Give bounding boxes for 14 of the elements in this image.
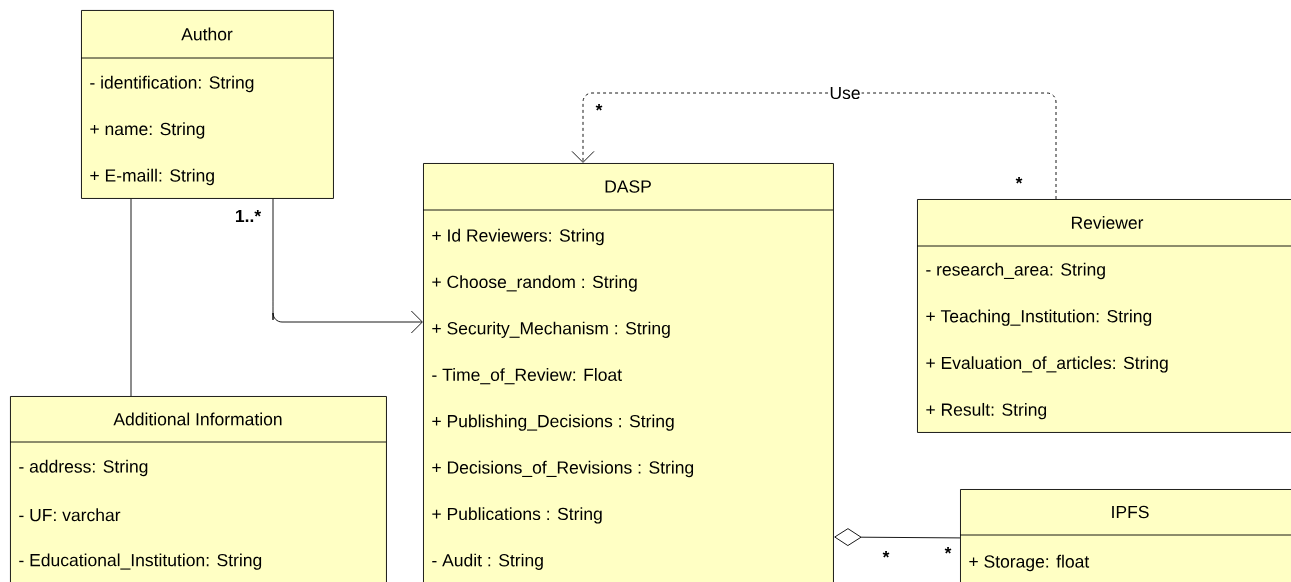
connector [571, 92, 1057, 200]
class-box: DASP + Id Reviewers: String + Choose_random : String + Security_Mechanism : String - Time_of_Review: Float + Publishing_Decisions : String + Decisions_of_Revisions : String + Publications : String - Audit : String [422, 163, 834, 582]
multiplicity: * [595, 104, 603, 111]
multiplicity: * [944, 547, 952, 554]
class-box: Author - identification: String + name: String + E-maill: String [80, 10, 334, 199]
edge-label: 1..* [233, 209, 263, 224]
class-box: Additional Information - address: String - UF: varchar - Educational_Institution: String [9, 396, 387, 582]
class-box: IPFS + Storage: float [959, 489, 1291, 582]
connector [130, 198, 132, 397]
connector [834, 528, 961, 547]
multiplicity: * [882, 551, 890, 558]
class-box: Reviewer - research_area: String + Teaching_Institution: String + Evaluation_of_articles: String + Result: String [916, 199, 1291, 433]
connector [272, 198, 423, 334]
edge-label: Use [828, 85, 862, 101]
